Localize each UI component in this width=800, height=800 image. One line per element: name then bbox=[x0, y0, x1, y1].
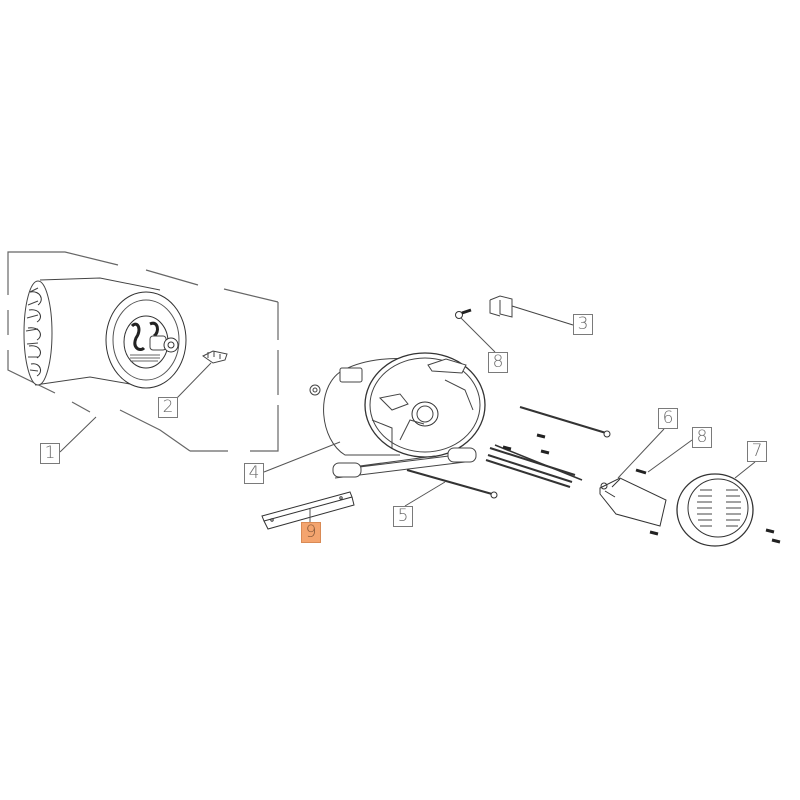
callout-part-9-highlighted[interactable]: 9 bbox=[301, 522, 321, 543]
callout-part-1[interactable]: 1 bbox=[40, 443, 60, 464]
leader-lines bbox=[59, 362, 212, 453]
end-cap-part bbox=[676, 461, 756, 547]
callout-part-2[interactable]: 2 bbox=[158, 397, 178, 418]
callout-part-5[interactable]: 5 bbox=[393, 506, 413, 527]
mounting-rail-part bbox=[261, 491, 355, 530]
callout-part-3[interactable]: 3 bbox=[573, 314, 593, 335]
bracket-part bbox=[489, 295, 574, 326]
callout-part-7[interactable]: 7 bbox=[747, 441, 767, 462]
callout-part-8-top[interactable]: 8 bbox=[488, 352, 508, 373]
motor-housing-part bbox=[309, 352, 486, 479]
callout-part-4[interactable]: 4 bbox=[244, 463, 264, 484]
clip-part bbox=[202, 350, 228, 364]
tie-rods-part bbox=[263, 406, 781, 544]
rotor-stator-part bbox=[23, 277, 187, 389]
terminal-cover-part bbox=[599, 428, 667, 527]
callout-part-8-right[interactable]: 8 bbox=[692, 427, 712, 448]
callout-part-6[interactable]: 6 bbox=[658, 408, 678, 429]
screw-part bbox=[455, 308, 693, 475]
group-bracket-1 bbox=[7, 251, 279, 452]
